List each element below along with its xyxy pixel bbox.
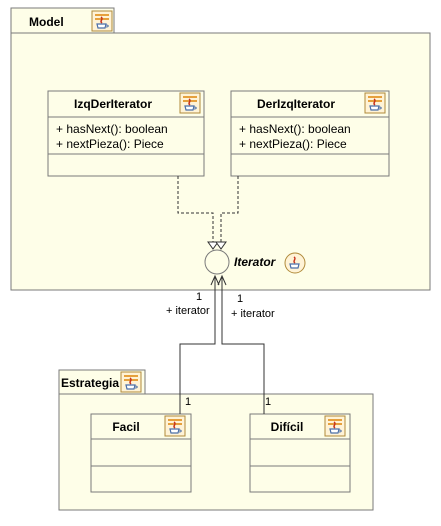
- class-dificil-name: Difícil: [271, 420, 304, 434]
- realization-edge-derizq[interactable]: [220, 176, 239, 242]
- multiplicity-label: 1: [185, 396, 191, 408]
- operation-hasnext: + hasNext(): boolean: [56, 122, 168, 136]
- association-edge-dificil[interactable]: [221, 276, 265, 414]
- realization-edges: [177, 176, 239, 250]
- package-estrategia-name: Estrategia: [61, 376, 119, 390]
- class-facil[interactable]: Facil: [90, 413, 192, 493]
- class-izqder-iterator[interactable]: IzqDerIterator + hasNext(): boolean + ne…: [47, 90, 205, 177]
- operation-hasnext: + hasNext(): boolean: [239, 122, 351, 136]
- class-derizq-name: DerIzqIterator: [257, 97, 335, 111]
- realization-arrowhead: [207, 241, 219, 250]
- class-dificil[interactable]: Difícil: [249, 413, 351, 493]
- interface-name: Iterator: [234, 255, 277, 269]
- operation-nextpieza: + nextPieza(): Piece: [56, 137, 164, 151]
- association-arrowhead: [217, 274, 227, 286]
- multiplicity-label: 1: [196, 291, 202, 303]
- class-derizq-iterator[interactable]: DerIzqIterator + hasNext(): boolean + ne…: [230, 90, 390, 177]
- multiplicity-label: 1: [237, 293, 243, 305]
- role-label: + iterator: [166, 305, 210, 317]
- class-derizq-box: [230, 90, 390, 177]
- association-edge-facil[interactable]: [179, 276, 216, 414]
- association-edges: [179, 274, 265, 414]
- java-class-icon: [324, 415, 346, 437]
- java-package-icon: [120, 371, 142, 393]
- association-arrowhead: [210, 274, 220, 286]
- java-class-icon: [164, 415, 186, 437]
- java-interface-icon: [284, 252, 306, 274]
- realization-arrowhead: [215, 241, 227, 250]
- multiplicity-label: 1: [265, 396, 271, 408]
- class-izqder-box: [47, 90, 205, 177]
- package-model-name: Model: [29, 15, 64, 29]
- java-class-icon: [179, 92, 201, 114]
- role-label: + iterator: [231, 308, 275, 320]
- operation-nextpieza: + nextPieza(): Piece: [239, 137, 347, 151]
- realization-edge-izqder[interactable]: [177, 176, 214, 242]
- java-package-icon: [91, 10, 113, 32]
- interface-iterator[interactable]: Iterator: [204, 249, 306, 275]
- class-izqder-name: IzqDerIterator: [74, 97, 152, 111]
- class-facil-name: Facil: [112, 420, 139, 434]
- interface-circle: [204, 249, 230, 275]
- java-class-icon: [364, 92, 386, 114]
